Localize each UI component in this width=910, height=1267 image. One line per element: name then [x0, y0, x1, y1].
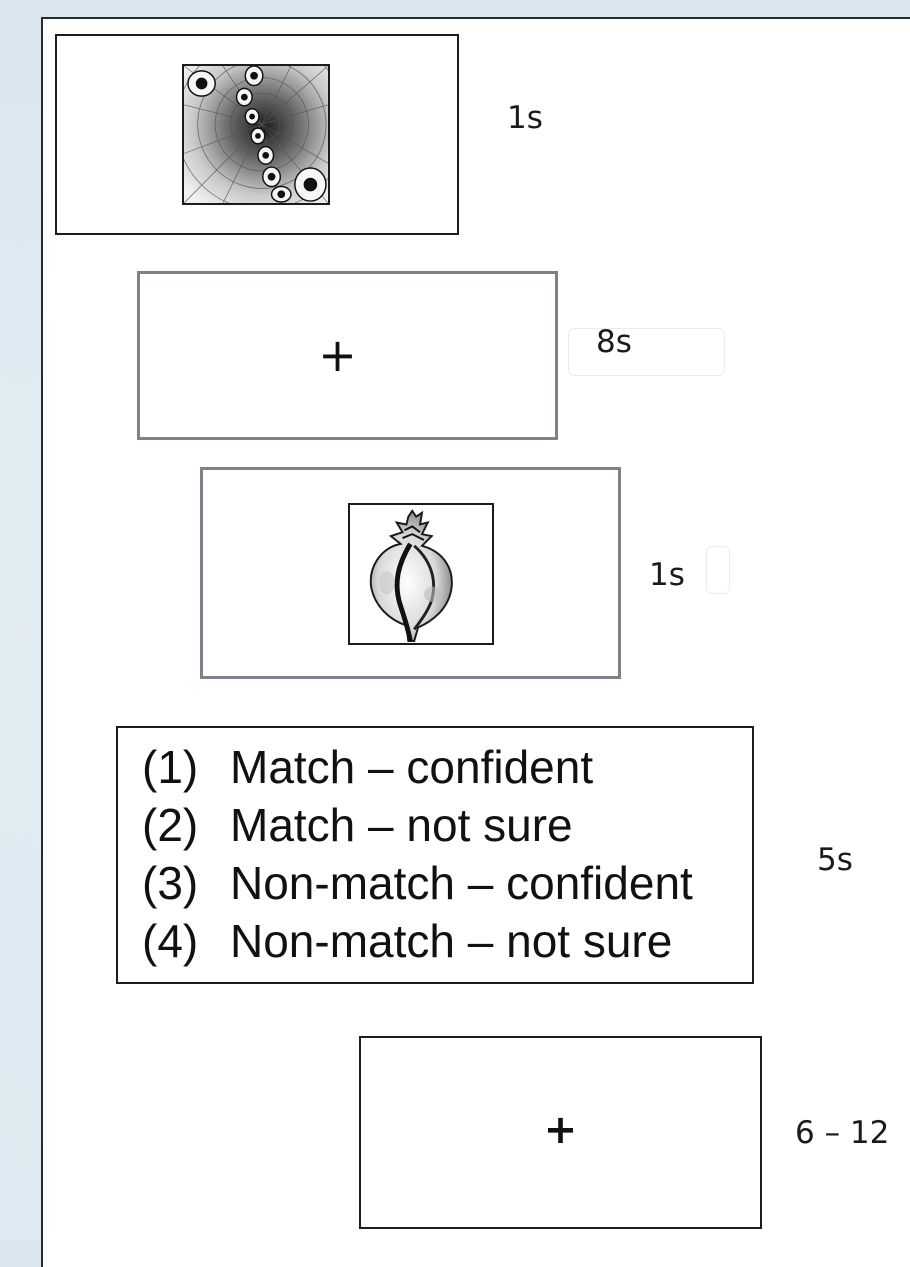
response-duration: 5s: [817, 842, 853, 878]
sample-duration: 1s: [507, 100, 543, 136]
response-options-box: (1) Match – confident (2) Match – not sure…: [116, 726, 754, 984]
response-option: (4) Non-match – not sure: [142, 912, 693, 970]
fixation-cross: +: [543, 1107, 578, 1153]
test-duration: 1s: [649, 557, 685, 593]
option-number: (2): [142, 799, 199, 851]
response-option: (3) Non-match – confident: [142, 854, 693, 912]
option-label: Match – confident: [230, 741, 594, 793]
option-label: Non-match – confident: [230, 857, 693, 909]
option-label: Non-match – not sure: [230, 915, 673, 967]
shell-stimulus-icon: [350, 505, 492, 643]
option-number: (3): [142, 857, 199, 909]
delay-duration: 8s: [596, 324, 632, 360]
iti-duration: 6 – 12: [795, 1115, 890, 1151]
fractal-stimulus-icon: [184, 66, 328, 203]
response-options-list: (1) Match – confident (2) Match – not sure…: [142, 738, 693, 970]
faint-box: [568, 328, 725, 376]
option-number: (1): [142, 741, 199, 793]
response-option: (2) Match – not sure: [142, 796, 693, 854]
sample-frame: [55, 34, 459, 235]
response-option: (1) Match – confident: [142, 738, 693, 796]
fractal-stimulus-image: [182, 64, 330, 205]
option-label: Match – not sure: [230, 799, 573, 851]
test-frame: [200, 467, 621, 679]
iti-fixation-frame: +: [359, 1036, 762, 1229]
fixation-cross: +: [318, 328, 357, 382]
faint-box: [706, 546, 730, 594]
shell-stimulus-image: [348, 503, 494, 645]
delay-fixation-frame: +: [137, 271, 558, 440]
option-number: (4): [142, 915, 199, 967]
